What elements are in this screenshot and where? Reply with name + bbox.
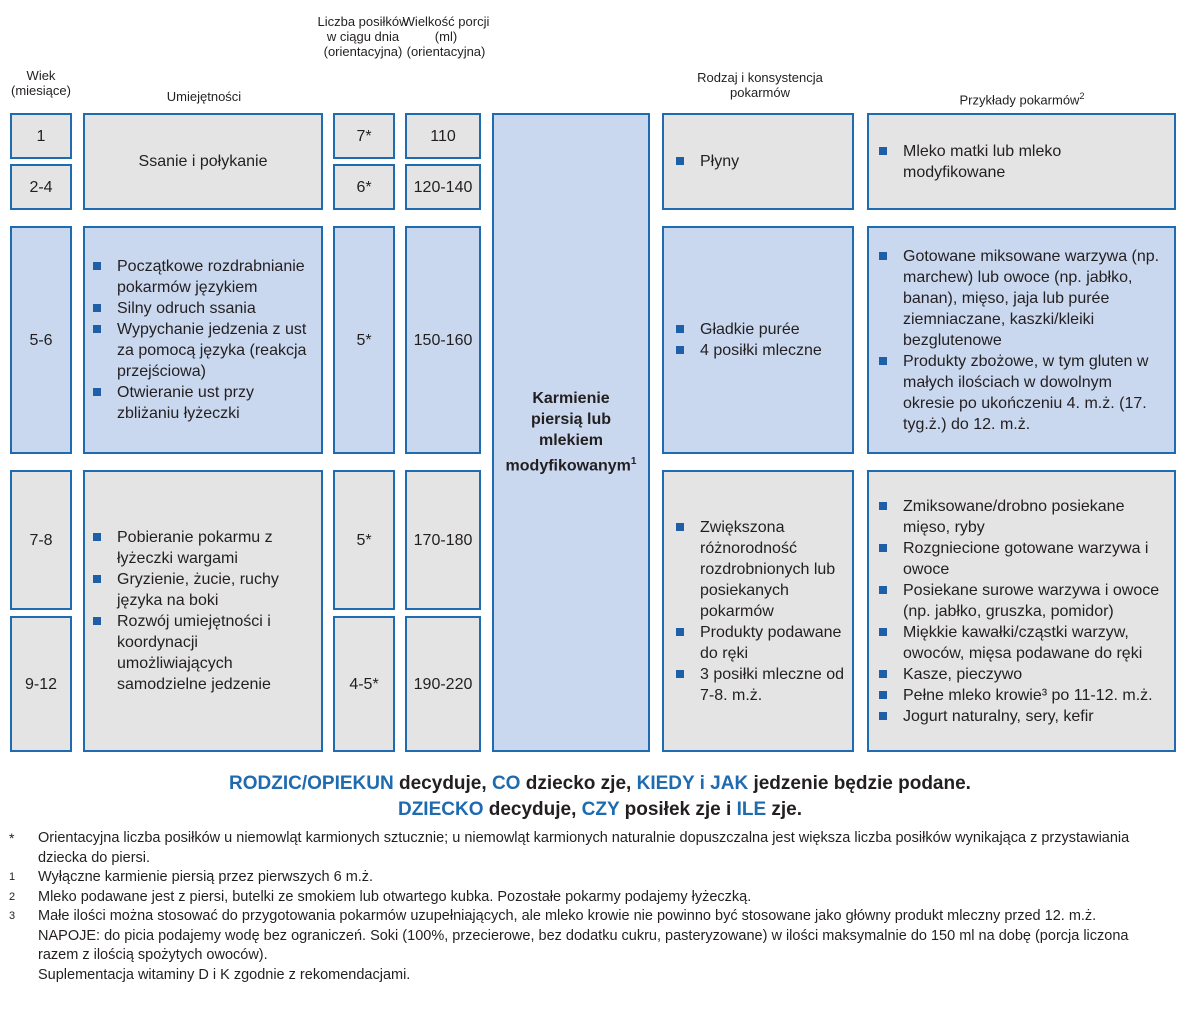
list-item: Kasze, pieczywo — [879, 664, 1166, 685]
footnote-text: Małe ilości można stosować do przygotowa… — [38, 908, 1097, 924]
footnote: Suplementacja witaminy D i K zgodnie z r… — [0, 966, 1200, 986]
breastfeeding-label: Karmienie piersią lub mlekiem modyfikowa… — [505, 390, 637, 475]
examples-list-group3: Zmiksowane/drobno posiekane mięso, ryby … — [879, 496, 1166, 727]
age-cell-9-12: 9-12 — [10, 616, 72, 752]
slogan-part: decyduje, — [483, 799, 582, 820]
portion-cell-1: 110 — [405, 113, 481, 159]
slogan-part: RODZIC/OPIEKUN — [229, 773, 394, 794]
footnote: 1 Wyłączne karmienie piersią przez pierws… — [0, 868, 1200, 888]
header-portion: Wielkość porcji (ml) (orientacyjna) — [402, 14, 490, 59]
footnote-mark: * — [9, 830, 15, 846]
portion-cell-9-12: 190-220 — [405, 616, 481, 752]
list-item: Zwiększona różnorodność rozdrobnionych l… — [676, 517, 846, 622]
slogan-part: decyduje, — [393, 773, 492, 794]
footnote: 2 Mleko podawane jest z piersi, butelki z… — [0, 888, 1200, 908]
list-item: Zmiksowane/drobno posiekane mięso, ryby — [879, 496, 1166, 538]
header-type: Rodzaj i konsystencja pokarmów — [697, 70, 823, 100]
slogan-part: KIEDY i JAK — [636, 773, 749, 794]
footnote-mark: 2 — [9, 890, 16, 903]
footnote: NAPOJE: do picia podajemy wodę bez ogran… — [0, 927, 1200, 966]
list-item: Gryzienie, żucie, ruchy języka na boki — [93, 569, 315, 611]
list-item: Posiekane surowe warzywa i owoce (np. ja… — [879, 580, 1166, 622]
list-item: Gotowane miksowane warzywa (np. marchew)… — [879, 246, 1166, 351]
slogan-part: zje. — [766, 799, 803, 820]
footnote: 3 Małe ilości można stosować do przygotow… — [0, 907, 1200, 927]
age-cell-5-6: 5-6 — [10, 226, 72, 454]
footnote-text: Mleko podawane jest z piersi, butelki ze… — [38, 888, 752, 905]
portion-cell-5-6: 150-160 — [405, 226, 481, 454]
list-item: Miękkie kawałki/cząstki warzyw, owoców, … — [879, 622, 1166, 664]
slogan-part: CZY — [581, 799, 620, 820]
list-item: Jogurt naturalny, sery, kefir — [879, 706, 1166, 727]
footnotes: * Orientacyjna liczba posiłków u niemowlą… — [0, 829, 1200, 985]
examples-list-group2: Gotowane miksowane warzywa (np. marchew)… — [879, 246, 1166, 435]
breastfeeding-sup: 1 — [630, 456, 637, 468]
breastfeeding-cell: Karmienie piersią lub mlekiem modyfikowa… — [492, 113, 650, 752]
list-item: Mleko matki lub mleko modyfikowane — [879, 141, 1166, 183]
type-cell-group1: Płyny — [662, 113, 854, 210]
slogan-part: DZIECKO — [397, 799, 484, 820]
age-cell-2-4: 2-4 — [10, 164, 72, 210]
type-list-group1: Płyny — [676, 151, 739, 172]
list-item: Rozgniecione gotowane warzywa i owoce — [879, 538, 1166, 580]
header-skills: Umiejętności — [166, 89, 242, 104]
header-age: Wiek (miesiące) — [11, 68, 71, 98]
slogan-part: dziecko zje, — [520, 773, 637, 794]
slogan-part: jedzenie będzie podane. — [748, 773, 971, 794]
list-item: Pobieranie pokarmu z łyżeczki wargami — [93, 527, 315, 569]
type-list-group2: Gładkie purée 4 posiłki mleczne — [676, 319, 822, 361]
list-item: Gładkie purée — [676, 319, 822, 340]
list-item: Płyny — [676, 151, 739, 172]
header-meals: Liczba posiłków w ciągu dnia (orientacyj… — [317, 14, 409, 59]
slogan-line-2: DZIECKO decyduje, CZY posiłek zje i ILE … — [0, 797, 1200, 823]
footnote-text: Orientacyjna liczba posiłków u niemowląt… — [38, 830, 1130, 866]
footnote-mark: 3 — [9, 910, 16, 922]
list-item: Silny odruch ssania — [93, 298, 315, 319]
footnote-text: Wyłączne karmienie piersią przez pierwsz… — [38, 869, 374, 885]
examples-cell-group1: Mleko matki lub mleko modyfikowane — [867, 113, 1176, 210]
slogan-part: CO — [491, 773, 521, 794]
examples-cell-group2: Gotowane miksowane warzywa (np. marchew)… — [867, 226, 1176, 454]
type-cell-group2: Gładkie purée 4 posiłki mleczne — [662, 226, 854, 454]
list-item: Otwieranie ust przy zbliżaniu łyżeczki — [93, 382, 315, 424]
slogan-part: posiłek zje i — [619, 799, 737, 820]
footnote: * Orientacyjna liczba posiłków u niemowlą… — [0, 829, 1200, 868]
list-item: Produkty podawane do ręki — [676, 622, 846, 664]
list-item: 3 posiłki mleczne od 7-8. m.ż. — [676, 664, 846, 706]
footnote-text: NAPOJE: do picia podajemy wodę bez ogran… — [38, 927, 1129, 964]
meals-cell-9-12: 4-5* — [333, 616, 395, 752]
portion-cell-7-8: 170-180 — [405, 470, 481, 610]
age-cell-7-8: 7-8 — [10, 470, 72, 610]
meals-cell-1: 7* — [333, 113, 395, 159]
skills-cell-group1: Ssanie i połykanie — [83, 113, 323, 210]
examples-cell-group3: Zmiksowane/drobno posiekane mięso, ryby … — [867, 470, 1176, 752]
skills-list-group2: Początkowe rozdrabnianie pokarmów języki… — [93, 256, 315, 424]
slogan-line-1: RODZIC/OPIEKUN decyduje, CO dziecko zje,… — [0, 771, 1200, 797]
skills-list-group3: Pobieranie pokarmu z łyżeczki wargami Gr… — [93, 527, 315, 695]
list-item: Wypychanie jedzenia z ust za pomocą języ… — [93, 319, 315, 382]
type-cell-group3: Zwiększona różnorodność rozdrobnionych l… — [662, 470, 854, 752]
footnote-text: Suplementacja witaminy D i K zgodnie z r… — [38, 966, 411, 983]
meals-cell-7-8: 5* — [333, 470, 395, 610]
skills-cell-group2: Początkowe rozdrabnianie pokarmów języki… — [83, 226, 323, 454]
type-list-group3: Zwiększona różnorodność rozdrobnionych l… — [676, 517, 846, 706]
meals-cell-2-4: 6* — [333, 164, 395, 210]
age-cell-1: 1 — [10, 113, 72, 159]
header-examples-label: Przykłady pokarmów — [959, 92, 1080, 108]
portion-cell-2-4: 120-140 — [405, 164, 481, 210]
list-item: 4 posiłki mleczne — [676, 340, 822, 361]
examples-list-group1: Mleko matki lub mleko modyfikowane — [879, 141, 1166, 183]
header-examples-sup: 2 — [1079, 91, 1085, 101]
list-item: Produkty zbożowe, w tym gluten w małych … — [879, 351, 1166, 435]
list-item: Początkowe rozdrabnianie pokarmów języki… — [93, 256, 315, 298]
meals-cell-5-6: 5* — [333, 226, 395, 454]
list-item: Pełne mleko krowie³ po 11-12. m.ż. — [879, 685, 1166, 706]
slogan-part: ILE — [736, 799, 767, 820]
footnote-mark: 1 — [9, 871, 16, 883]
header-examples: Przykłady pokarmów2 — [868, 89, 1176, 107]
list-item: Rozwój umiejętności i koordynacji umożli… — [93, 611, 315, 695]
skills-cell-group3: Pobieranie pokarmu z łyżeczki wargami Gr… — [83, 470, 323, 752]
